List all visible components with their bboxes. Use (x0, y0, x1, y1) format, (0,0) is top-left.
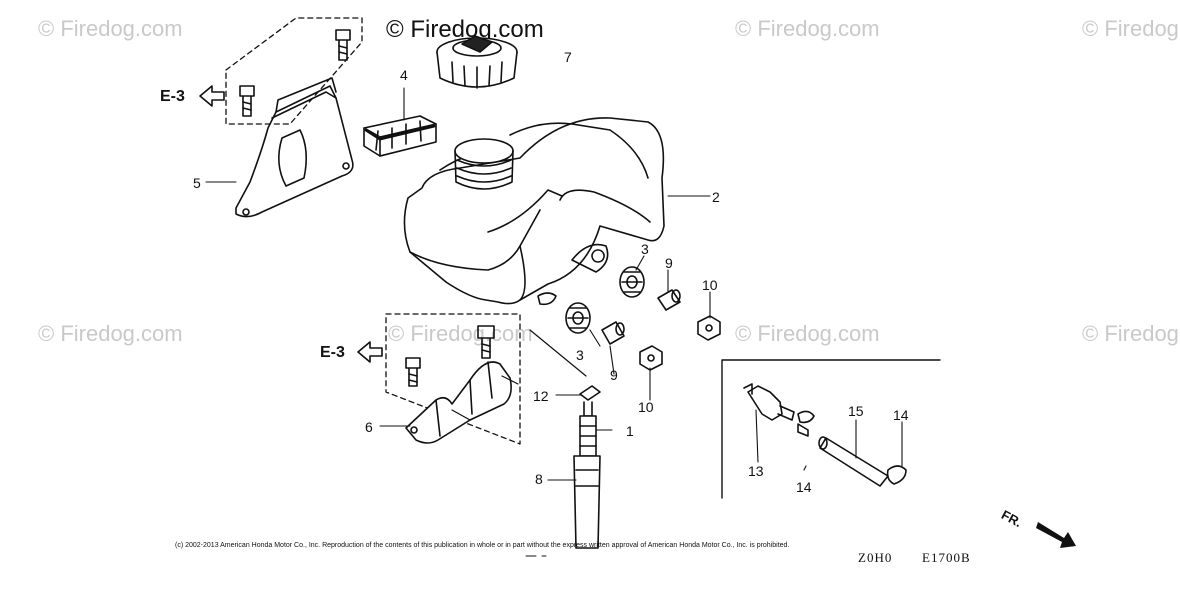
part-number-3: 3 (641, 241, 649, 257)
watermark: © Firedog.com (1082, 321, 1180, 346)
part-number-14: 14 (893, 407, 909, 423)
diagram-code: Z0H0 (858, 550, 893, 565)
ref-label-top: E-3 (160, 88, 185, 105)
watermark: © Firedog.com (38, 16, 183, 41)
front-arrow-icon (1036, 522, 1076, 548)
copyright-notice: (c) 2002-2013 American Honda Motor Co., … (175, 542, 790, 549)
grommet-part (565, 266, 645, 334)
fuel-tank-part (403, 117, 665, 306)
diagram-code: E1700B (922, 550, 971, 565)
part-number-10: 10 (638, 399, 654, 415)
hose-clip-part (797, 410, 907, 485)
watermark: © Firedog.com (1082, 16, 1180, 41)
part-number-1: 1 (626, 423, 634, 439)
part-number-14: 14 (796, 479, 812, 495)
part-number-6: 6 (365, 419, 373, 435)
fuel-tube-part (818, 436, 889, 487)
watermark: © Firedog.com (38, 321, 183, 346)
part-number-9: 9 (610, 367, 618, 383)
collar-part (601, 289, 681, 345)
part-number-7: 7 (564, 49, 572, 65)
part-number-8: 8 (535, 471, 543, 487)
fuel-filter-part (743, 383, 795, 421)
part-number-12: 12 (533, 388, 549, 404)
part-number-5: 5 (193, 175, 201, 191)
part-number-3: 3 (576, 347, 584, 363)
ref-arrow-icon (199, 85, 383, 363)
ref-label-bottom: E-3 (320, 344, 345, 361)
upper-bracket-part (225, 17, 363, 218)
part-number-15: 15 (848, 403, 864, 419)
watermark: © Firedog.com (388, 321, 533, 346)
part-number-2: 2 (712, 189, 720, 205)
part-number-13: 13 (748, 463, 764, 479)
fuel-cap-part (436, 35, 518, 89)
lower-bracket-part (385, 313, 521, 445)
watermark: © Firedog.com (735, 16, 880, 41)
fuel-joint-part (529, 329, 601, 549)
part-number-10: 10 (702, 277, 718, 293)
watermark: © Firedog.com (735, 321, 880, 346)
part-number-9: 9 (665, 255, 673, 271)
tank-cushion-part (363, 115, 437, 157)
part-number-4: 4 (400, 67, 408, 83)
nut-part (639, 315, 721, 371)
